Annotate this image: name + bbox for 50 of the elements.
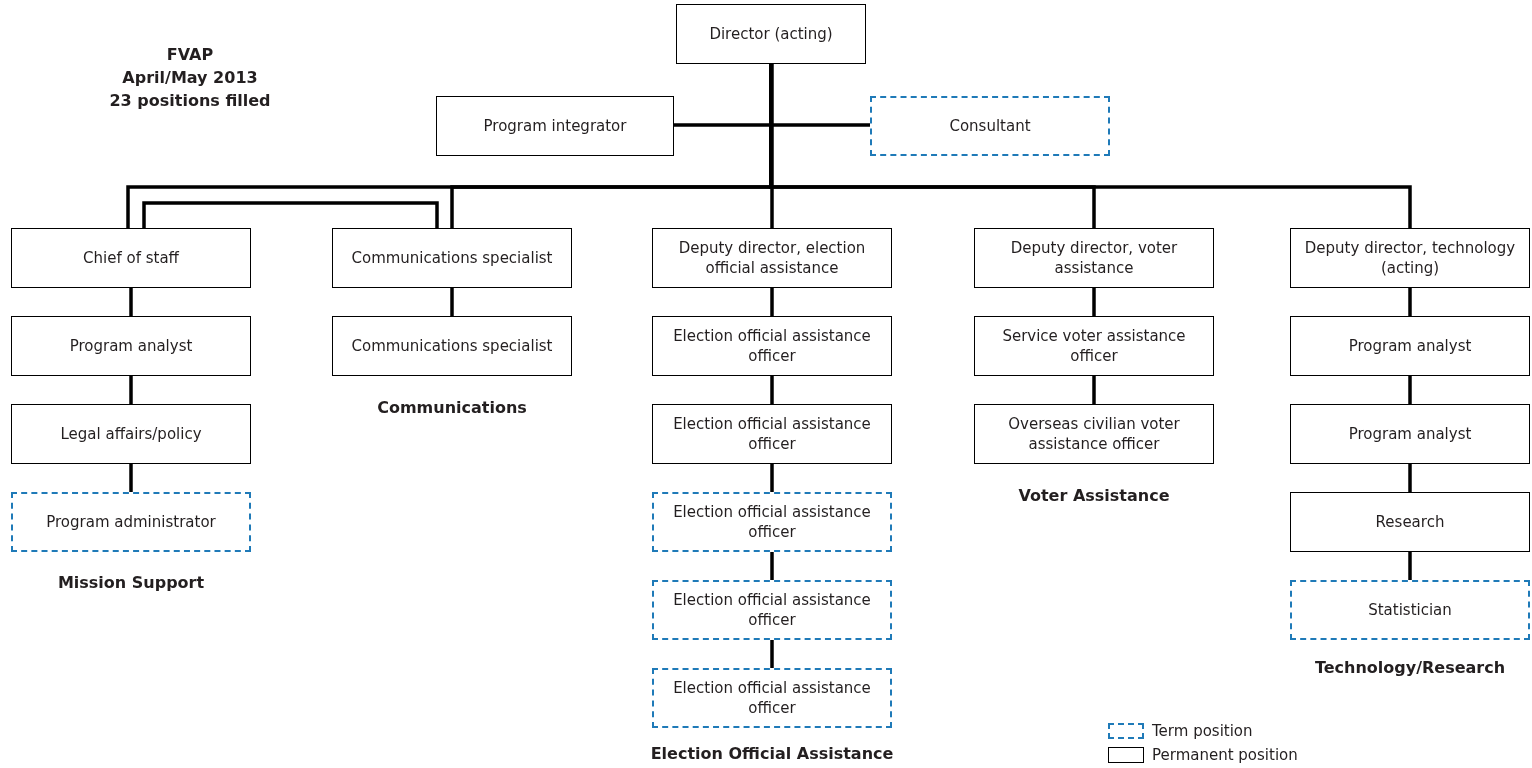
term-position-box: Program administrator — [11, 492, 251, 552]
connector-line — [1408, 376, 1412, 404]
connector-line — [1092, 288, 1096, 316]
term-position-box: Election official assistance officer — [652, 580, 892, 640]
position-box: Legal affairs/policy — [11, 404, 251, 464]
connector-line — [1092, 376, 1096, 404]
subtitle-text: 23 positions filled — [108, 90, 272, 112]
group-label: Communications — [376, 397, 528, 419]
position-box: Deputy director, election official assistance — [652, 228, 892, 288]
connector-line — [1408, 288, 1412, 316]
connector-line — [1408, 464, 1412, 492]
term-position-box: Election official assistance officer — [652, 492, 892, 552]
position-box: Director (acting) — [676, 4, 866, 64]
position-box: Deputy director, technology (acting) — [1290, 228, 1530, 288]
connector-line — [129, 376, 133, 404]
connector-line — [770, 552, 774, 580]
term-position-box: Statistician — [1290, 580, 1530, 640]
group-label: Mission Support — [56, 572, 206, 594]
position-box: Election official assistance officer — [652, 404, 892, 464]
subtitle-text: April/May 2013 — [121, 67, 259, 89]
position-box: Program analyst — [1290, 316, 1530, 376]
position-box: Chief of staff — [11, 228, 251, 288]
connector-line — [770, 376, 774, 404]
connector-line — [770, 640, 774, 668]
legend-label: Permanent position — [1152, 745, 1298, 766]
connector-line — [129, 288, 133, 316]
position-box: Program analyst — [1290, 404, 1530, 464]
group-label: Election Official Assistance — [649, 743, 895, 765]
position-box: Communications specialist — [332, 228, 572, 288]
position-box: Program integrator — [436, 96, 674, 156]
connector-line — [1408, 552, 1412, 580]
connector-line — [142, 201, 439, 228]
connector-line — [129, 464, 133, 492]
term-position-box: Election official assistance officer — [652, 668, 892, 728]
position-box: Research — [1290, 492, 1530, 552]
position-box: Program analyst — [11, 316, 251, 376]
position-box: Deputy director, voter assistance — [974, 228, 1214, 288]
group-label: Technology/Research — [1313, 657, 1507, 679]
position-box: Communications specialist — [332, 316, 572, 376]
position-box: Overseas civilian voter assistance officer — [974, 404, 1214, 464]
position-box: Election official assistance officer — [652, 316, 892, 376]
connector-line — [450, 288, 454, 316]
group-label: Voter Assistance — [1017, 485, 1171, 507]
position-box: Service voter assistance officer — [974, 316, 1214, 376]
connector-line — [770, 64, 774, 228]
legend-label: Term position — [1152, 721, 1253, 742]
connector-line — [770, 288, 774, 316]
connector-line — [770, 464, 774, 492]
term-position-box: Consultant — [870, 96, 1110, 156]
chart-title: FVAP — [165, 44, 215, 66]
